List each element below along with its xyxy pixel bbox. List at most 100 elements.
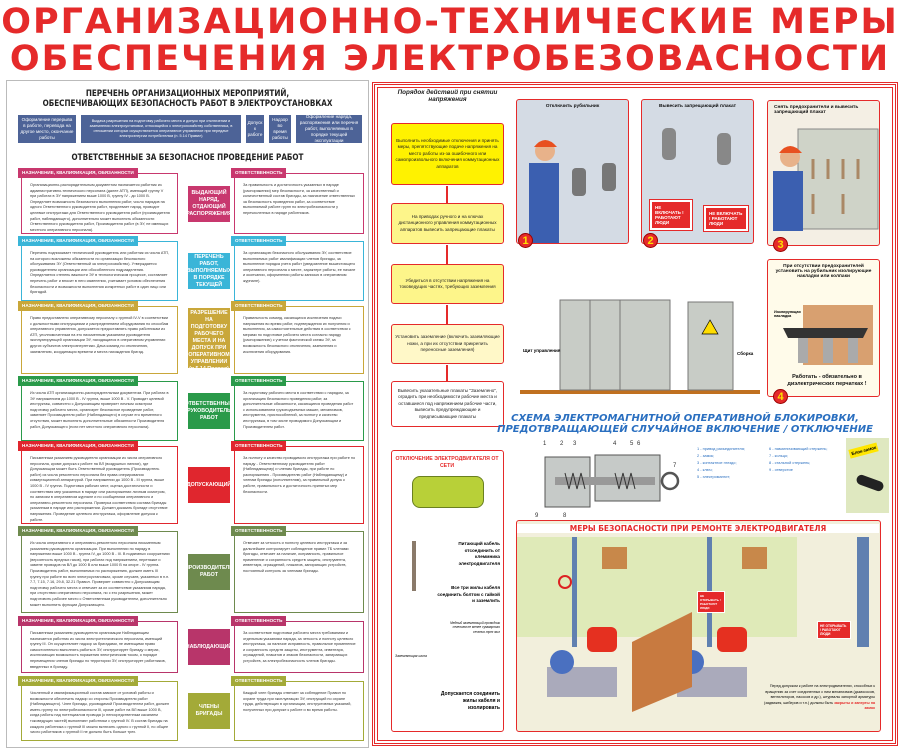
repair-note-highlight: закрыты и заперты на замок [834,700,875,711]
duties-tag: НАЗНАЧЕНИЕ, КВАЛИФИКАЦИЯ, ОБЯЗАННОСТИ [18,168,138,178]
board-label: Щит управления [523,348,561,353]
insulating-cover-label: Изолирующая накладка [774,310,801,318]
fuse-cabinet-illustration [773,128,879,231]
role-label: ВЫДАЮЩИЙ РАЗРЕШЕНИЕ НА ПОДГОТОВКУ РАБОЧЕ… [188,303,230,372]
motor-icon [412,476,484,508]
role-label: ЧЛЕНЫ БРИГАДЫ [188,693,230,729]
flow-step: Установить заземление (включить заземляю… [391,324,504,364]
legend-item: 1 - привод разъединителя; [697,446,746,451]
responsible-heading: ОТВЕТСТВЕННЫЕ ЗА БЕЗОПАСНОЕ ПРОВЕДЕНИЕ Р… [71,153,304,163]
lock-key-icon [855,473,885,493]
svg-text:4: 4 [613,441,617,447]
svg-text:2: 2 [560,441,564,447]
arrow-down-icon [446,305,448,324]
title-line-2: ОБЕСПЕЧЕНИЯ ЭЛЕКТРОБЕЗОВАСНОСТИ [9,39,891,79]
responsibility-tag: ОТВЕТСТВЕННОСТЬ [231,376,287,386]
panel-1: Отключить рубильник [516,99,629,244]
heading-line: ПЕРЕЧЕНЬ ОРГАНИЗАЦИОННЫХ МЕРОПРИЯТИЙ, [85,89,290,99]
repair-note-text: Перед допуском к работе на электродвигат… [764,684,875,705]
step-number-badge: 1 [518,233,533,248]
panel-caption: Снять предохранители и вывесить запрещаю… [774,105,859,115]
responsibility-tag: ОТВЕТСТВЕННОСТЬ [231,526,287,536]
step-number-badge: 4 [773,389,788,404]
diagram-legend: 1 - привод разъединителя;2 - замок;3 - к… [697,445,837,480]
legend-item: 6 - намагничивающий стержень; [769,446,828,451]
svg-text:5: 5 [630,441,634,447]
measure-box: Допуск к работе [246,115,264,143]
cable-instruction: Питающий кабель отсоединить от клеммника… [458,541,500,566]
responsibility-text: За полноту и качество проводимого инстру… [243,456,356,494]
legend-item: 2 - замок; [697,453,715,458]
duties-text: Письменным указанием руководителя органи… [30,456,168,522]
responsibility-tag: ОТВЕТСТВЕННОСТЬ [231,676,287,686]
gloves-note: Работать - обязательно в диэлектрических… [787,374,867,387]
svg-text:6: 6 [637,441,641,447]
svg-text:1: 1 [543,441,547,447]
role-label: УТВЕРЖДАЮЩИЙ ПЕРЕЧЕНЬ РАБОТ, ВЫПОЛНЯЕМЫХ… [184,246,234,295]
duties-text: Численный и квалификационный состав зави… [30,691,170,735]
disconnector-illustration [662,128,731,165]
ground-bus-label: Заземляющая шина [395,654,427,658]
responsibility-text: За правильность и достаточность указанны… [243,183,356,215]
responsibility-text: Отвечает за четкость и полноту целевого … [243,541,349,573]
duties-text: Письменным указанием руководителя органи… [30,631,166,669]
responsibility-text: За подготовку рабочего места в соответст… [243,391,354,429]
duties-text: Организационно-распорядительным документ… [30,183,170,232]
measures-heading: ПЕРЕЧЕНЬ ОРГАНИЗАЦИОННЫХ МЕРОПРИЯТИЙ, ОБ… [34,89,341,109]
responsibility-box: ОТВЕТСТВЕННОСТЬ За правильность и достат… [231,168,364,234]
duties-box: НАЗНАЧЕНИЕ, КВАЛИФИКАЦИЯ, ОБЯЗАННОСТИ Пи… [18,441,178,524]
responsibility-box: ОТВЕТСТВЕННОСТЬ Каждый член бригады отве… [231,676,364,741]
repair-note: Перед допуском к работе на электродвигат… [757,684,875,712]
duties-text: Из числа оперативного и оперативно-ремон… [30,541,170,607]
arrow-down-icon [446,186,448,203]
responsibility-text: Каждый член бригады отвечает за соблюден… [243,691,352,712]
responsibility-box: ОТВЕТСТВЕННОСТЬ Правильность команд, кас… [231,301,364,374]
motor-panel-title: ОТКЛЮЧЕНИЕ ЭЛЕКТРОДВИГАТЕЛЯ ОТ СЕТИ [395,456,499,469]
left-panel: ПЕРЕЧЕНЬ ОРГАНИЗАЦИОННЫХ МЕРОПРИЯТИЙ, ОБ… [6,80,369,748]
flow-step: Убедиться в отсутствии напряжения на ток… [391,264,504,304]
schema-title: СХЕМА ЭЛЕКТРОМАГНИТНОЙ ОПЕРАТИВНОЙ БЛОКИ… [475,413,895,435]
role-label: ОТВЕТСТВЕННЫЙ РУКОВОДИТЕЛЬ РАБОТ [185,393,233,429]
pumps-illustration [517,537,797,712]
role-label: ПРОИЗВОДИТЕЛЬ РАБОТ [185,554,233,590]
responsibility-text: За организацию безопасного обслуживания … [243,251,356,283]
legend-item: 8 - стальной стержень; [769,460,811,465]
flow-step: Выполнить необходимые отключения и приня… [391,123,504,185]
duties-box: НАЗНАЧЕНИЕ, КВАЛИФИКАЦИЯ, ОБЯЗАННОСТИ Пи… [18,616,178,673]
responsibility-tag: ОТВЕТСТВЕННОСТЬ [231,616,287,626]
switch-cover-illustration [783,305,873,365]
responsibility-box: ОТВЕТСТВЕННОСТЬ За подготовку рабочего м… [231,376,364,441]
duties-tag: НАЗНАЧЕНИЕ, КВАЛИФИКАЦИЯ, ОБЯЗАННОСТИ [18,236,138,246]
duties-tag: НАЗНАЧЕНИЕ, КВАЛИФИКАЦИЯ, ОБЯЗАННОСТИ [18,441,138,451]
legend-item: 4 - ключ; [697,467,713,472]
duties-box: НАЗНАЧЕНИЕ, КВАЛИФИКАЦИЯ, ОБЯЗАННОСТИ Пр… [18,301,178,374]
legend-item: 5 - электромагнит; [697,474,731,479]
responsibility-box: ОТВЕТСТВЕННОСТЬ Отвечает за четкость и п… [231,526,364,613]
worker-switch-illustration [529,140,616,243]
duties-text: Из числа АТП организационно-распорядител… [30,391,169,429]
do-not-open-sign: НЕ ОТКРЫВАТЬ ! РАБОТАЮТ ЛЮДИ [697,591,725,613]
valve-pipe-icon [857,537,869,647]
responsibility-tag: ОТВЕТСТВЕННОСТЬ [231,168,287,178]
duties-box: НАЗНАЧЕНИЕ, КВАЛИФИКАЦИЯ, ОБЯЗАННОСТИ Ор… [18,168,178,234]
block-lock-photo: Блок-замок [846,438,889,513]
panel-caption: Вывесить запрещающий плакат [659,104,736,109]
schema-title-line: СХЕМА ЭЛЕКТРОМАГНИТНОЙ ОПЕРАТИВНОЙ БЛОКИ… [511,413,859,424]
flow-step: На приводах ручного и на ключах дистанци… [391,203,504,244]
step-number-badge: 3 [773,237,788,252]
measure-box: Оформление перерыва в работе, перевода н… [18,115,76,143]
duties-tag: НАЗНАЧЕНИЕ, КВАЛИФИКАЦИЯ, ОБЯЗАННОСТИ [18,526,138,536]
panel-4: При отсутствии предохранителей установит… [767,259,880,397]
svg-text:8: 8 [563,513,567,519]
panel-caption: Отключить рубильник [545,104,600,109]
do-not-open-sign: НЕ ОТКРЫВАТЬ ! РАБОТАЮТ ЛЮДИ [817,621,851,639]
responsibility-tag: ОТВЕТСТВЕННОСТЬ [231,301,287,311]
responsibility-tag: ОТВЕТСТВЕННОСТЬ [231,236,287,246]
measure-box: Надзор во время работы [269,115,291,143]
role-label: ДОПУСКАЮЩИЙ [187,467,231,503]
duties-tag: НАЗНАЧЕНИЕ, КВАЛИФИКАЦИЯ, ОБЯЗАННОСТИ [18,301,138,311]
do-not-switch-sign: НЕ ВКЛЮЧАТЬ ! РАБОТАЮТ ЛЮДИ [649,199,693,231]
responsibility-text: Правильность команд, касающихся исключен… [243,316,351,354]
repair-panel-title: МЕРЫ БЕЗОПАСНОСТИ ПРИ РЕМОНТЕ ЭЛЕКТРОДВИ… [517,524,879,533]
